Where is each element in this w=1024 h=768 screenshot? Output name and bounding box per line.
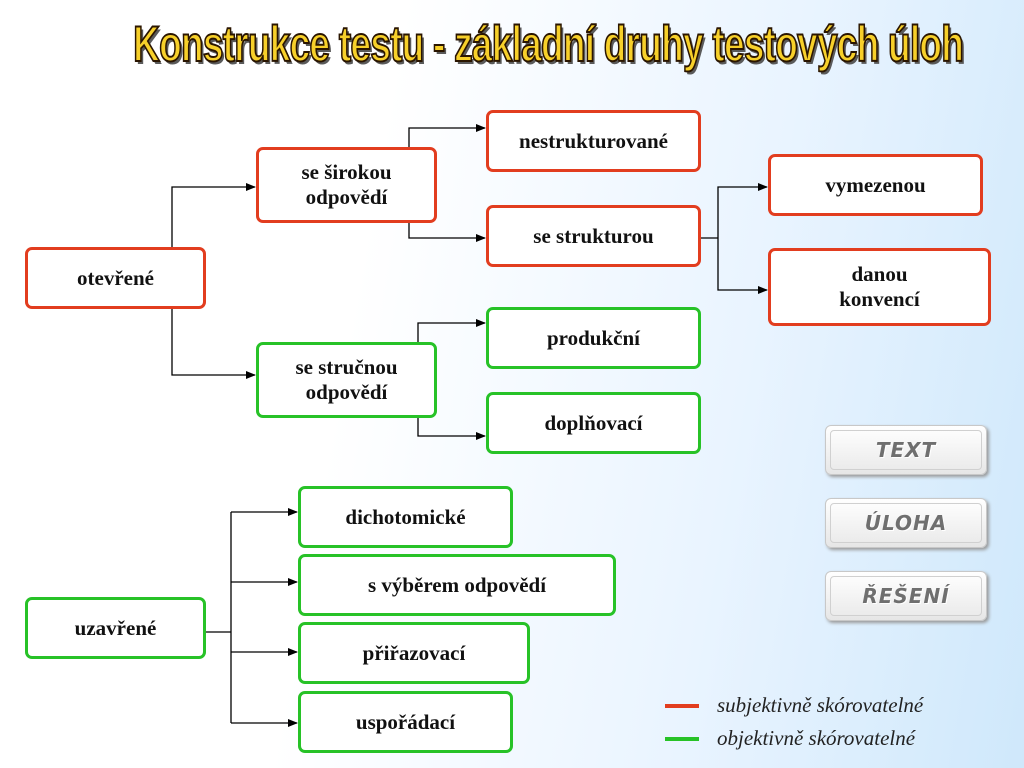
connector-sirokou-strukturou: [408, 222, 486, 242]
page-title: Konstrukce testu - základní druhy testov…: [132, 15, 964, 73]
legend-label-objective: objektivně skórovatelné: [717, 726, 916, 750]
legend-swatch-green: [665, 736, 699, 741]
node-s-vyberem-odpovedi: s výběrem odpovědí: [298, 554, 616, 616]
node-produkcni: produkční: [486, 307, 701, 369]
text-button-label: TEXT: [830, 430, 982, 470]
uloha-button-label: ÚLOHA: [830, 503, 982, 543]
connector-strukturou-vymezenou: [717, 183, 768, 238]
node-se-strukturou: se strukturou: [486, 205, 701, 267]
node-nestrukturovane: nestrukturované: [486, 110, 701, 172]
legend-label-subjective: subjektivně skórovatelné: [717, 693, 924, 717]
legend-subjective: subjektivně skórovatelné: [665, 693, 923, 718]
connector-sirokou-nestrukturovane: [408, 124, 486, 147]
text-button[interactable]: TEXT: [825, 425, 987, 475]
node-vymezenou: vymezenou: [768, 154, 983, 216]
uloha-button[interactable]: ÚLOHA: [825, 498, 987, 548]
node-se-sirokou-odpovedi: se širokou odpovědí: [256, 147, 437, 223]
connector-strucnou-produkcni: [417, 319, 486, 342]
node-usporadaci: uspořádací: [298, 691, 513, 753]
reseni-button[interactable]: ŘEŠENÍ: [825, 571, 987, 621]
node-doplnovaci: doplňovací: [486, 392, 701, 454]
reseni-button-label: ŘEŠENÍ: [830, 576, 982, 616]
node-otevrene: otevřené: [25, 247, 206, 309]
node-prirazovaci: přiřazovací: [298, 622, 530, 684]
connector-strucnou-doplnovaci: [417, 417, 486, 440]
connector-otevrene-sirokou: [171, 183, 256, 247]
node-dichotomicke: dichotomické: [298, 486, 513, 548]
legend-swatch-red: [665, 703, 699, 708]
connector-otevrene-strucnou: [171, 309, 256, 379]
connector-strukturou-konvenci: [717, 238, 768, 294]
legend-objective: objektivně skórovatelné: [665, 726, 915, 751]
node-danou-konvenci: danou konvencí: [768, 248, 991, 326]
node-uzavrene: uzavřené: [25, 597, 206, 659]
node-se-strucnou-odpovedi: se stručnou odpovědí: [256, 342, 437, 418]
